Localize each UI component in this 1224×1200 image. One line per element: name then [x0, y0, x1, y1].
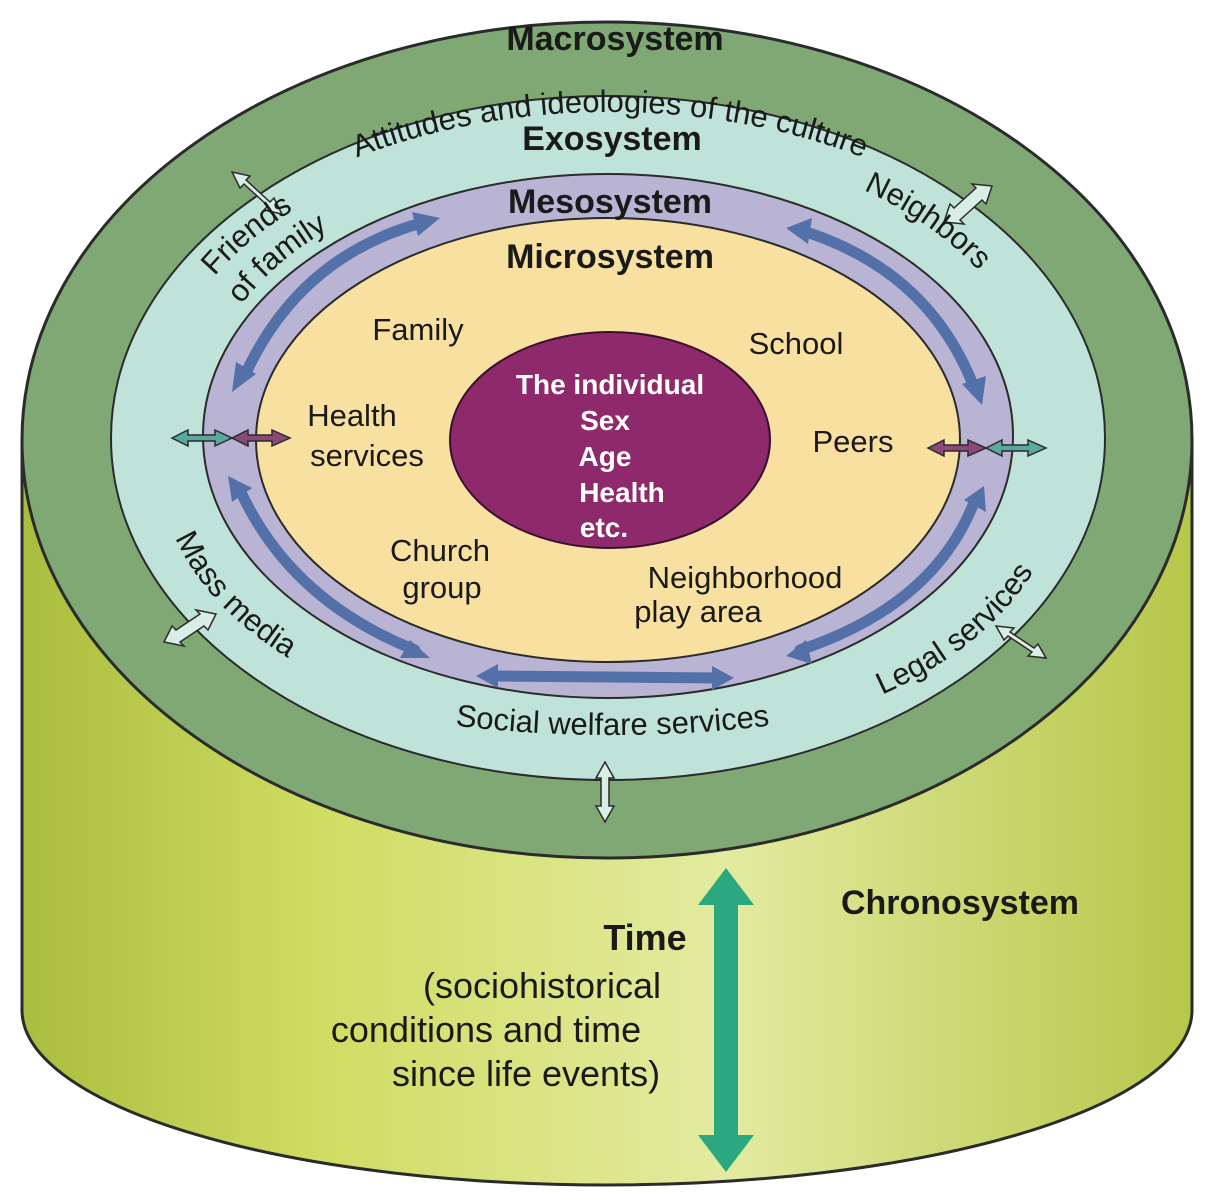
mesosystem-title: Mesosystem — [508, 183, 712, 221]
individual-line-1: The individual — [516, 369, 704, 400]
mesosystem-arrowheads — [228, 212, 986, 690]
meso-arrow-bottom-left — [234, 484, 421, 656]
individual-line-3: Age — [579, 441, 632, 472]
exosystem-title: Exosystem — [522, 120, 702, 158]
micro-family: Family — [372, 312, 464, 347]
arrow-upper-left — [230, 170, 284, 216]
micro-neighborhood-line2: play area — [634, 594, 762, 629]
chronosystem-title: Chronosystem — [841, 884, 1079, 922]
micro-health-line2: services — [310, 438, 424, 473]
micro-health-line1: Health — [307, 398, 397, 433]
meso-arrow-bottom — [484, 670, 726, 684]
micro-peers: Peers — [813, 424, 894, 459]
macrosystem-title: Macrosystem — [506, 20, 723, 58]
arrow-upper-right — [942, 183, 994, 225]
time-arrow — [698, 868, 754, 1172]
arrow-bottom — [594, 760, 616, 824]
time-title: Time — [603, 917, 686, 958]
time-line-3: since life events) — [392, 1053, 660, 1094]
individual-line-5: etc. — [580, 512, 628, 543]
individual-center — [449, 331, 771, 549]
micro-church-line1: Church — [390, 533, 490, 568]
time-line-1: (sociohistorical — [423, 965, 661, 1006]
mesosystem-arrows — [234, 216, 981, 684]
meso-arrow-top-left — [239, 216, 431, 381]
arrow-lower-right — [994, 625, 1048, 659]
micro-church-line2: group — [402, 570, 481, 605]
micro-school: School — [749, 326, 844, 361]
microsystem-title: Microsystem — [506, 238, 714, 276]
layer-connector-arrows — [162, 170, 1048, 824]
meso-arrow-bottom-right — [794, 494, 981, 656]
arrow-lower-left — [162, 608, 218, 648]
time-line-2: conditions and time — [331, 1009, 641, 1050]
individual-line-2: Sex — [580, 405, 630, 436]
micro-neighborhood-line1: Neighborhood — [648, 560, 843, 595]
meso-arrow-top-right — [794, 224, 981, 396]
arrow-right-outer — [984, 438, 1048, 458]
individual-line-4: Health — [579, 477, 665, 508]
arrow-left-inner — [230, 428, 292, 448]
